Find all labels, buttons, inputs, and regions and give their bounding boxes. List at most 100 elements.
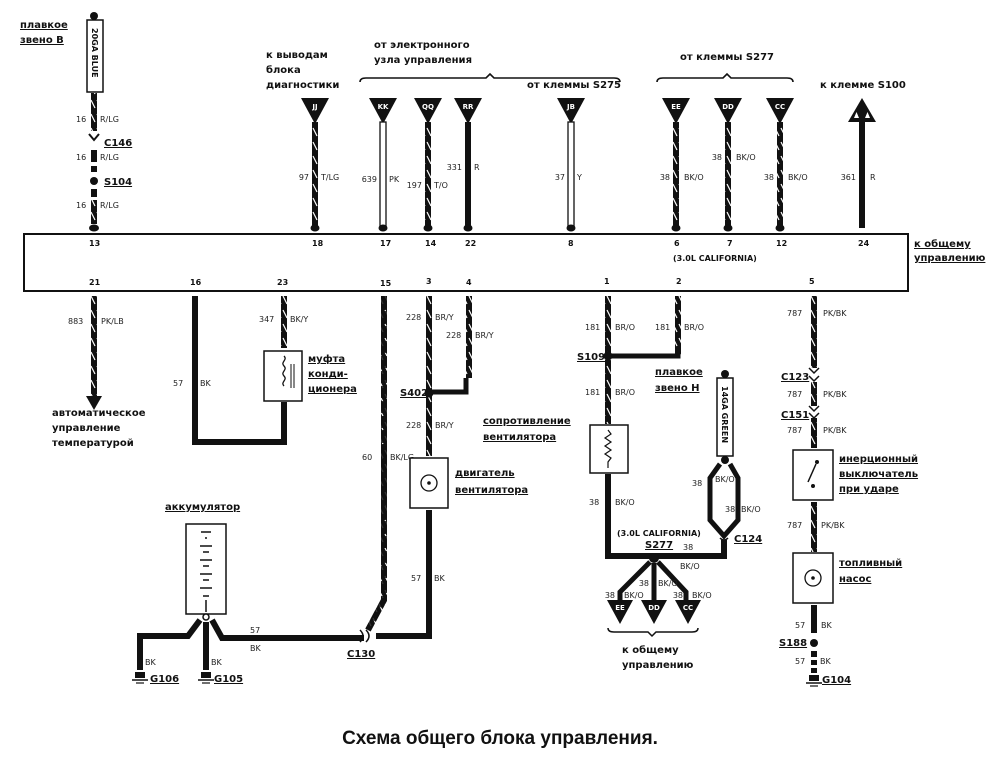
wire-color: BK/O [680, 562, 700, 571]
ground-g106-icon [132, 672, 148, 684]
s277-brace [656, 72, 794, 83]
auto-temp-label-line2: управление [52, 423, 121, 434]
terminal-triangle-icon [454, 98, 482, 124]
wire-color: PK/BK [823, 426, 847, 435]
wire-color: R/LG [100, 153, 119, 162]
bottom-pin-labels: 21 16 23 15 3 4 1 2 5 [89, 277, 815, 288]
wire-color: BK/O [741, 505, 761, 514]
ac-clutch-label-line2: конди- [308, 369, 348, 380]
terminal-triangle-icon [766, 98, 794, 124]
wire-color: Y [576, 173, 582, 182]
wire-number: 38 [692, 479, 702, 488]
blower-motor-label-line1: двигатель [455, 468, 515, 479]
wire-color: BR/O [615, 323, 635, 332]
wire-number: 60 [362, 453, 372, 462]
inertia-switch-box [792, 449, 834, 501]
pin-5: 5 [809, 277, 815, 286]
wire-gauge: 16 [76, 201, 86, 210]
wire-number: 57 [250, 626, 260, 635]
battery-symbol [185, 523, 227, 615]
wire-number: 883 [68, 317, 83, 326]
fuse-b-label-line2: звено B [20, 35, 64, 46]
fuse-b-label-line1: плавкое [20, 20, 68, 31]
pin-7: 7 [727, 239, 733, 248]
arrow-up-icon [848, 98, 876, 122]
wire-number: 38 [712, 153, 722, 162]
terminal-code: DD [722, 103, 734, 111]
wire-color: R [474, 163, 480, 172]
terminal-triangle-icon [607, 600, 633, 624]
connector-c130: C130 [347, 649, 375, 660]
battery-label: аккумулятор [165, 502, 240, 513]
wire-color: BK [211, 658, 222, 667]
wire-number: 181 [655, 323, 670, 332]
pin-12: 12 [776, 239, 787, 248]
inertia-switch-label-line3: при ударе [839, 484, 899, 495]
splice-s104: S104 [104, 177, 132, 188]
pin-4: 4 [466, 278, 472, 287]
ground-g104-label: G104 [822, 675, 851, 686]
pin-15: 15 [380, 279, 392, 288]
california-note: (3.0L CALIFORNIA) [617, 529, 701, 538]
wire-color: BK [250, 644, 261, 653]
inertia-switch-label-line1: инерционный [839, 454, 918, 465]
ac-clutch-label-line3: ционера [308, 384, 357, 395]
battery-circuit: аккумулятор C130 57 BK BK BK G106 G105 [132, 502, 375, 685]
blower-resistor-circuit: 181 BR/O 181 BR/O S109 181 BR/O сопротив… [483, 296, 704, 559]
wire-color: BK/O [788, 173, 808, 182]
terminal-code: QQ [422, 103, 434, 111]
wire-number: 228 [406, 421, 421, 430]
pin-16: 16 [190, 278, 202, 287]
fuse-h-label-line1: плавкое [655, 367, 703, 378]
wire-number: 37 [555, 173, 565, 182]
terminal-code: RR [463, 103, 474, 111]
wire-color: BK/O [658, 579, 678, 588]
fuse-h-rating: 14GA GREEN [720, 386, 729, 443]
fuse-b-rating: 20GA BLUE [90, 28, 99, 78]
pin-24: 24 [858, 239, 870, 248]
wire-number: 347 [259, 315, 274, 324]
wire-number: 57 [411, 574, 421, 583]
wire-color: BR/Y [475, 331, 494, 340]
ac-clutch-loop: 57 BK 347 BK/Y муфта конди- ционера [173, 296, 357, 445]
auto-temp-circuit: 883 PK/LB автоматическое управление темп… [52, 296, 146, 449]
fuel-pump-circuit: 787 PK/BK C123 787 PK/BK C151 787 PK/BK … [779, 296, 918, 687]
ecu-brace [359, 72, 621, 83]
module-label-line2: управлению [914, 253, 986, 264]
wire-color: PK/BK [823, 309, 847, 318]
resistor-label-line2: вентилятора [483, 432, 556, 443]
terminal-triangle-icon [641, 600, 667, 624]
wire-color: R/LG [100, 201, 119, 210]
wire-gauge: 16 [76, 115, 86, 124]
wire-color: PK [389, 175, 400, 184]
terminal-triangle-icon [714, 98, 742, 124]
splice-s109: S109 [577, 352, 605, 363]
wire-color: BK [434, 574, 445, 583]
wire-number: 181 [585, 388, 600, 397]
wire-number: 38 [764, 173, 774, 182]
wire-color: BK/O [736, 153, 756, 162]
wire-color: BR/O [615, 388, 635, 397]
wire-number: 228 [446, 331, 461, 340]
diag-label-line2: блока [266, 64, 301, 76]
resistor-label-line1: сопротивление [483, 416, 571, 427]
pin-8: 8 [568, 239, 574, 248]
terminal-code: EE [671, 103, 681, 111]
pin-21: 21 [89, 278, 101, 287]
terminal-triangle-icon [557, 98, 585, 124]
ecu-label-line1: от электронного [374, 40, 470, 51]
connector-c124: C124 [734, 534, 762, 545]
s277-dest-line2: управлению [622, 660, 694, 671]
wire-number: 228 [406, 313, 421, 322]
splice-s402: S402 [400, 388, 428, 399]
